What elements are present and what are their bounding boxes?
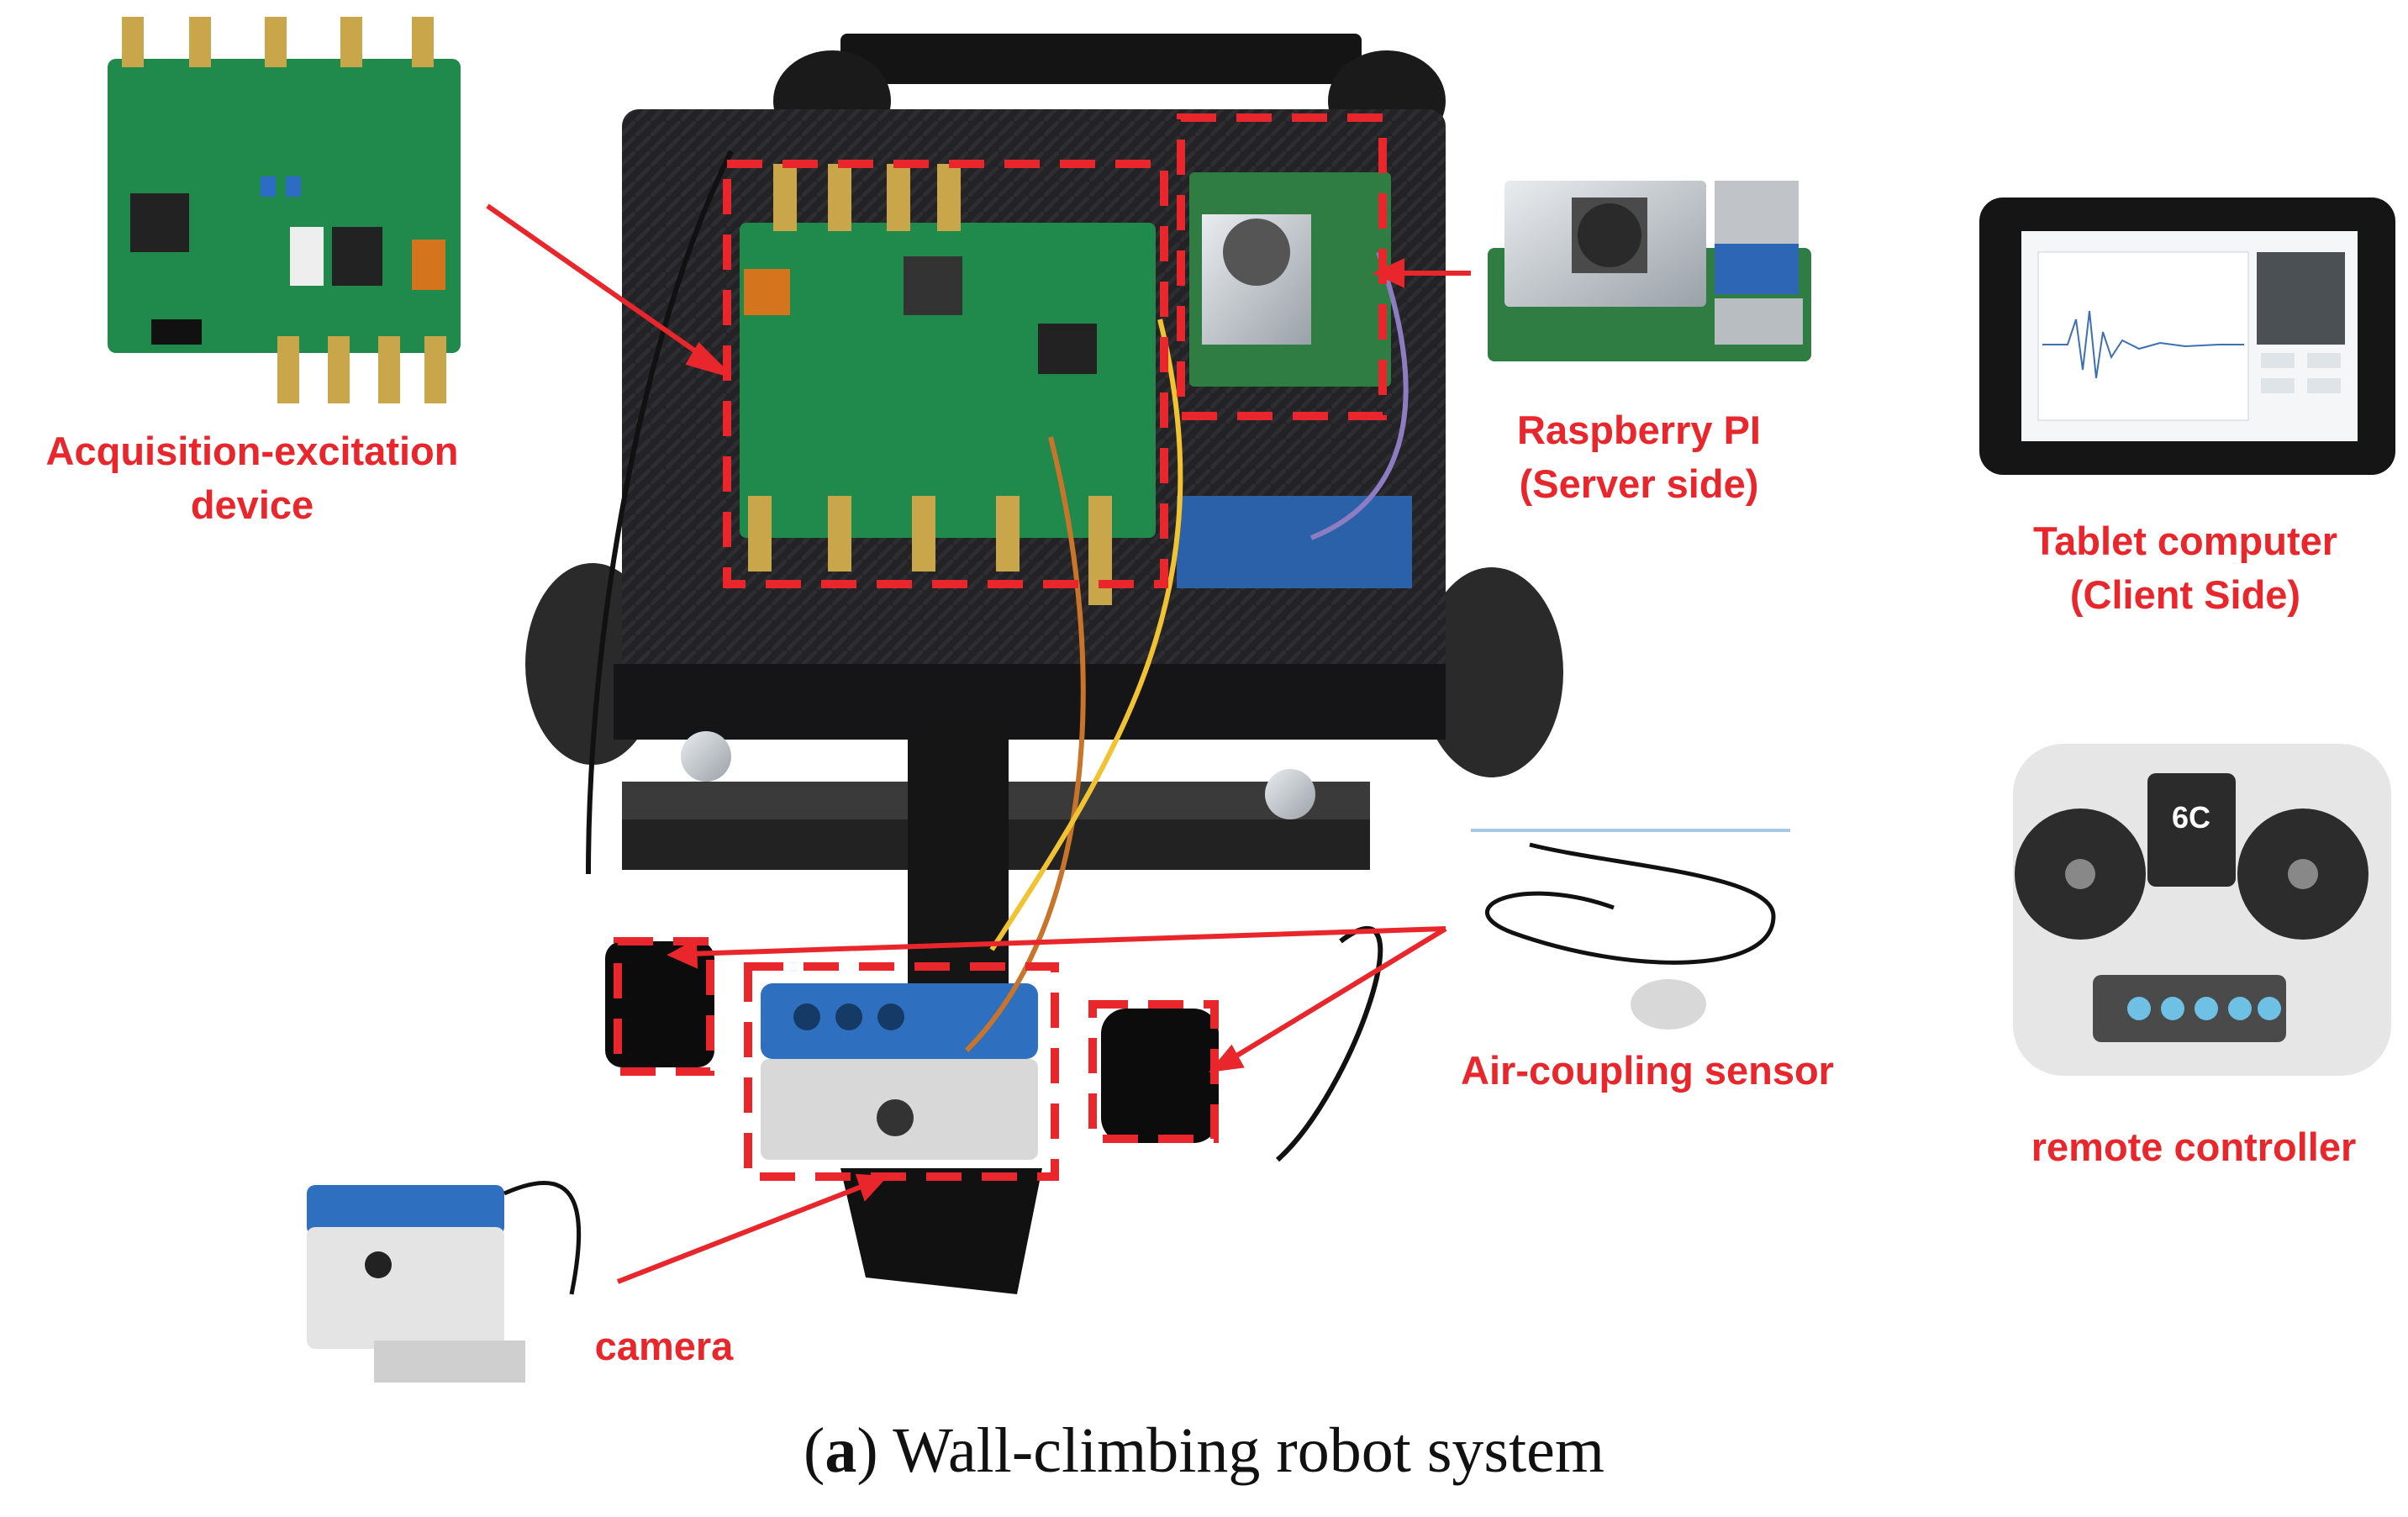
label-raspberry-pi: Raspberry PI (Server side): [1462, 403, 1815, 511]
tablet-photo: [1979, 198, 2395, 475]
caption-text: Wall-climbing robot system: [893, 1415, 1604, 1486]
label-acquisition: Acquisition-excitation device: [0, 424, 504, 532]
label-acquisition-line2: device: [190, 482, 314, 527]
figure-caption: (a) Wall-climbing robot system: [804, 1415, 1604, 1486]
controller-badge: 6C: [2172, 800, 2210, 835]
caption-letter: a: [825, 1415, 857, 1486]
remote-controller-photo: 6C: [2013, 744, 2391, 1076]
label-raspberry-pi-line2: (Server side): [1519, 461, 1759, 506]
label-tablet-line1: Tablet computer: [2032, 519, 2338, 563]
label-remote-controller: remote controller: [2031, 1125, 2357, 1169]
label-tablet: Tablet computer (Client Side): [1967, 514, 2404, 622]
label-tablet-line2: (Client Side): [2069, 572, 2301, 617]
label-raspberry-pi-line1: Raspberry PI: [1517, 408, 1761, 452]
label-acquisition-line1: Acquisition-excitation: [45, 429, 459, 473]
raspberry-pi-photo: [1488, 181, 1811, 361]
camera-photo: [307, 1181, 582, 1383]
acquisition-device-photo: [108, 17, 461, 403]
callout-box-raspberry-pi: [1177, 113, 1387, 420]
callout-box-camera: [744, 962, 1059, 1181]
callout-arrows: [486, 203, 1471, 1284]
label-camera: camera: [594, 1324, 734, 1368]
air-coupling-sensor-photo: [1471, 829, 1790, 1030]
robot-photo: [525, 34, 1563, 1294]
label-air-coupling-sensor: Air-coupling sensor: [1461, 1048, 1834, 1093]
